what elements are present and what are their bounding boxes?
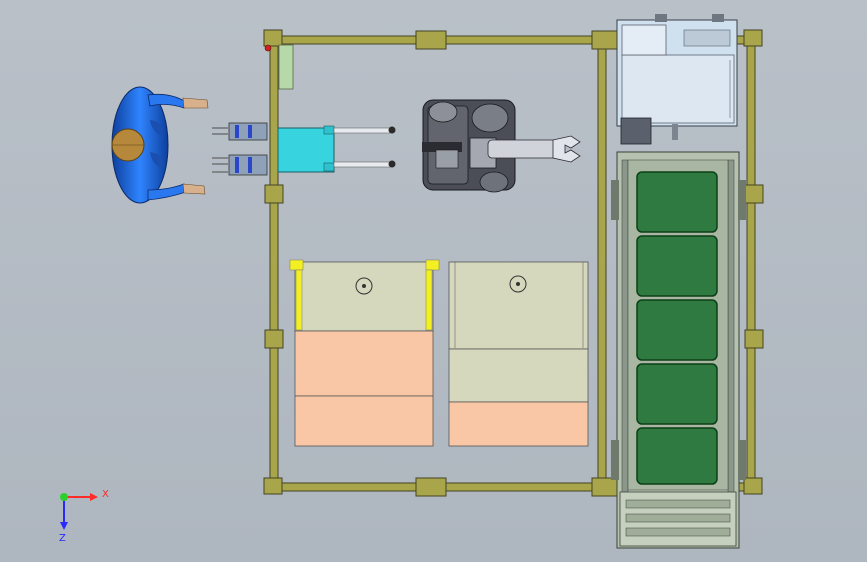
push-rod-top: [333, 127, 391, 134]
yellow-guide-rail: [295, 269, 303, 331]
conveyor-roller: [625, 513, 731, 523]
robot-motor: [479, 171, 509, 193]
bin-station-right-plate[interactable]: [448, 261, 589, 350]
cyan-fixture-ear: [323, 162, 335, 172]
cylinder-bands: [248, 125, 252, 138]
conveyor-rail-right: [727, 159, 735, 541]
sensor-target-dot: [362, 284, 366, 288]
coordinate-triad-icon: X Z: [59, 489, 109, 544]
bin-left-upper[interactable]: [294, 330, 434, 397]
operator-figure-icon[interactable]: [111, 86, 209, 204]
triad-x-arrowhead: [90, 493, 98, 501]
conveyor-roller: [625, 499, 731, 509]
machine-cap: [655, 14, 667, 22]
yellow-guide: [425, 259, 440, 271]
rod-end: [388, 126, 396, 134]
robot-cable: [422, 142, 462, 152]
triad-z-arrowhead: [60, 522, 68, 530]
machine-cap: [712, 14, 724, 22]
tray-3[interactable]: [636, 299, 718, 361]
rod-end: [388, 160, 396, 168]
triad-z-label: Z: [59, 533, 66, 544]
cylinder-bands: [235, 157, 239, 173]
light-green-panel[interactable]: [278, 44, 294, 90]
sensor-target-dot: [516, 282, 520, 286]
cyan-fixture-ear: [323, 125, 335, 135]
operator-shoulder-l: [150, 152, 163, 168]
tray-stack[interactable]: [636, 171, 718, 485]
tray-5[interactable]: [636, 427, 718, 485]
robot-upper-arm: [487, 139, 557, 159]
frame-connector: [264, 184, 284, 204]
pin-row-top: [212, 127, 228, 135]
tray-4[interactable]: [636, 363, 718, 425]
bracket: [743, 29, 763, 47]
operator-shoulder-r: [150, 120, 163, 136]
frame-inner-post[interactable]: [597, 35, 607, 492]
sensor-target: [509, 275, 527, 293]
bin-station-left[interactable]: [289, 259, 440, 447]
cylinder-bands: [235, 125, 239, 138]
conveyor-mount: [611, 440, 619, 480]
machine-unit[interactable]: [616, 14, 738, 145]
frame-connector: [744, 184, 764, 204]
outer-frame[interactable]: [263, 29, 764, 497]
robot-arm-icon[interactable]: [422, 99, 581, 193]
frame-left-post[interactable]: [269, 35, 279, 492]
gripper-station[interactable]: [212, 122, 396, 176]
bracket: [263, 29, 283, 47]
conveyor-mount: [611, 180, 619, 220]
bin-station-right[interactable]: [448, 261, 589, 447]
bin-right-upper[interactable]: [448, 348, 589, 403]
robot-detail: [435, 149, 459, 169]
bracket: [743, 477, 763, 495]
triad-origin: [60, 493, 68, 501]
frame-connector: [415, 30, 447, 50]
machine-clamp: [620, 117, 652, 145]
machine-detail: [683, 29, 731, 47]
frame-right-post[interactable]: [746, 35, 756, 492]
bin-station-left-plate[interactable]: [294, 261, 434, 332]
bracket: [263, 477, 283, 495]
conveyor-roller: [625, 527, 731, 537]
robot-motor: [471, 103, 509, 133]
cylinder-bands: [248, 157, 252, 173]
tray-2[interactable]: [636, 235, 718, 297]
triad-x-label: X: [102, 489, 109, 500]
machine-panel: [621, 24, 667, 56]
conveyor-mount: [738, 180, 746, 220]
bin-right-lower[interactable]: [448, 401, 589, 447]
conveyor-rail-left: [621, 159, 629, 541]
sensor-target: [355, 277, 373, 295]
push-rod-bottom: [333, 161, 391, 168]
operator-right-hand: [182, 97, 209, 109]
tray-1[interactable]: [636, 171, 718, 233]
machine-clamp: [672, 124, 678, 140]
machine-panel: [621, 54, 735, 124]
conveyor-mount: [738, 440, 746, 480]
yellow-guide-rail: [425, 269, 433, 331]
bin-left-lower[interactable]: [294, 395, 434, 447]
frame-connector: [415, 477, 447, 497]
robot-motor: [428, 101, 458, 123]
frame-connector: [264, 329, 284, 349]
conveyor[interactable]: [611, 151, 746, 549]
e-stop-marker[interactable]: [264, 44, 272, 52]
operator-left-hand: [182, 183, 206, 195]
frame-connector: [744, 329, 764, 349]
pin-row-bottom: [212, 157, 228, 173]
robot-gripper: [552, 135, 581, 163]
yellow-guide: [289, 259, 304, 271]
